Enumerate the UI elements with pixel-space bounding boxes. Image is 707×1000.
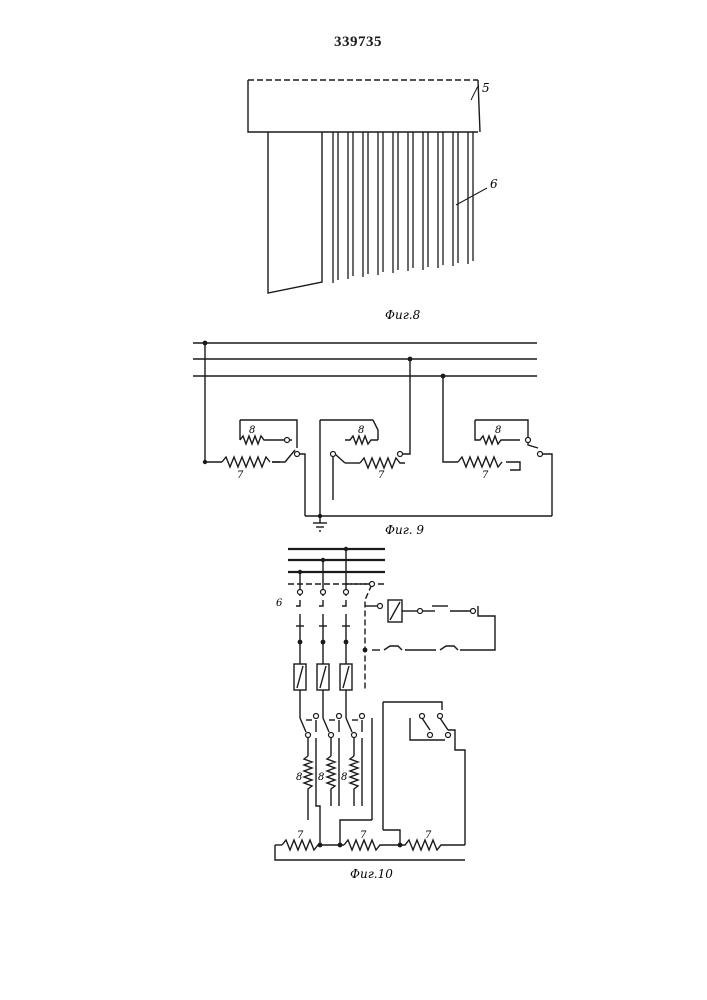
fig10-heater-label-2: 8 xyxy=(318,772,324,783)
fig10-resistor-label-2: 7 xyxy=(360,830,367,841)
fig10-resistor-label-1: 7 xyxy=(297,830,304,841)
fig10-heater-label-1: 8 xyxy=(296,772,302,783)
fig10-resistor-label-3: 7 xyxy=(425,830,432,841)
fig10-caption: Фиг.10 xyxy=(350,867,393,881)
fig10-left-mark: 6 xyxy=(276,598,283,609)
fig10-heater-label-3: 8 xyxy=(341,772,347,783)
